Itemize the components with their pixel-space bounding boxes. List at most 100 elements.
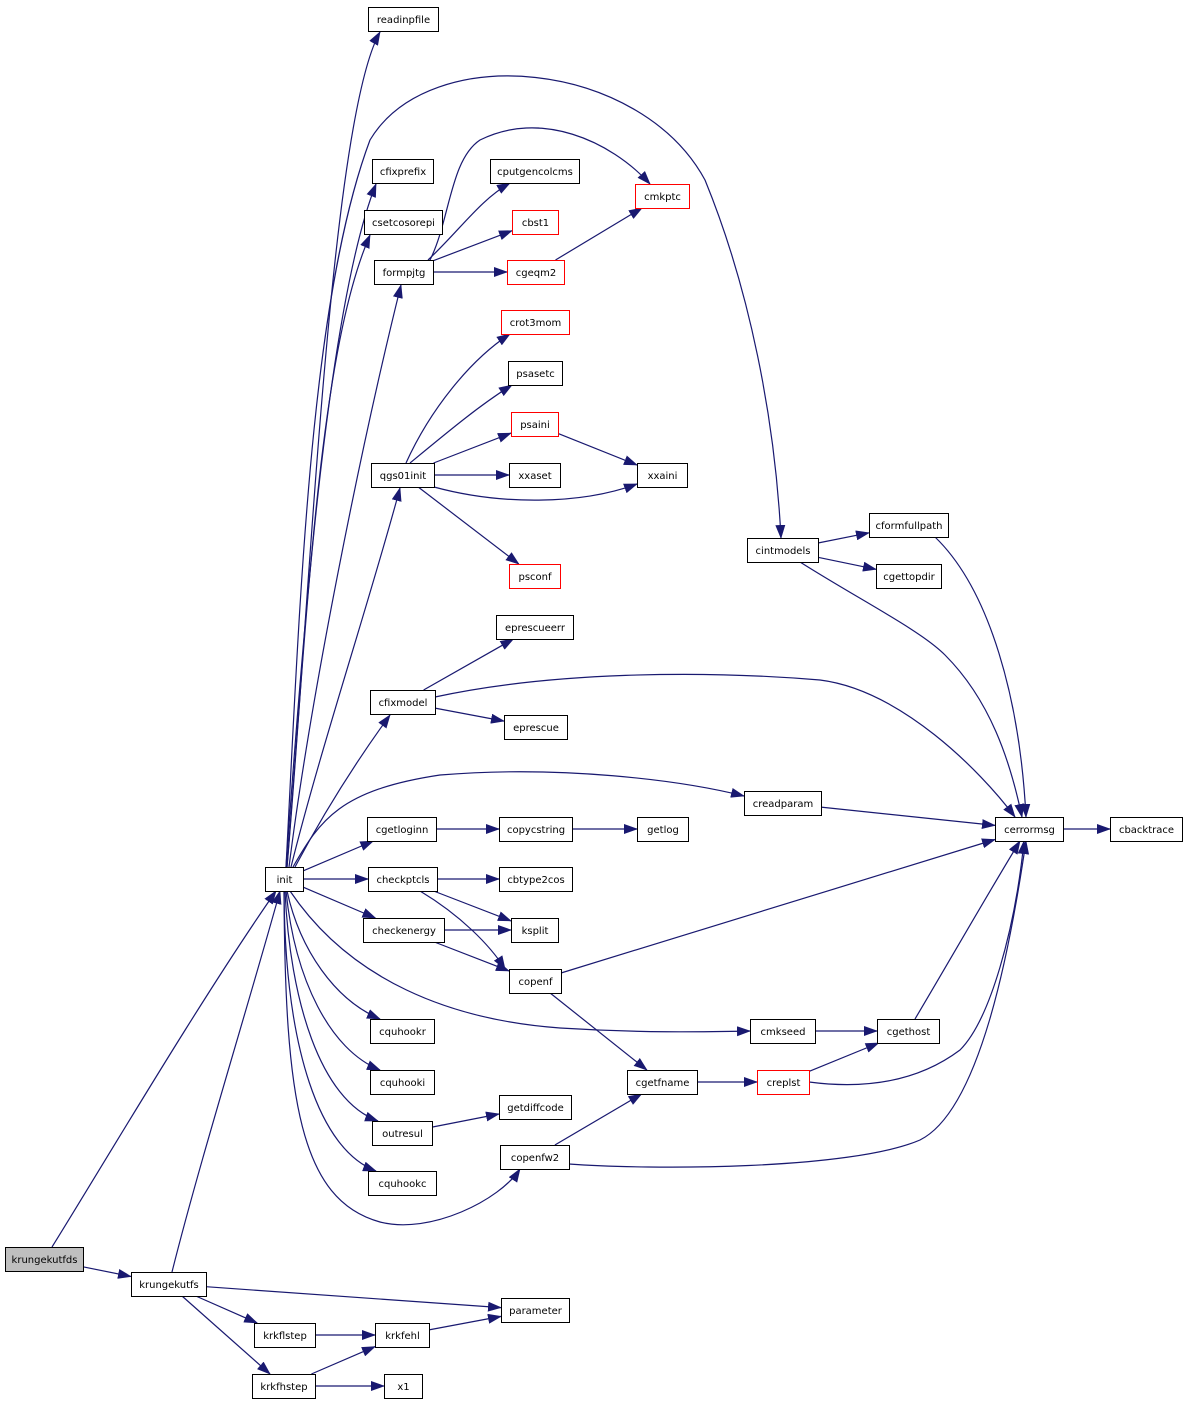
node-getdiffcode[interactable]: getdiffcode [499, 1095, 572, 1120]
node-label: krkfhstep [260, 1382, 307, 1393]
node-creplst[interactable]: creplst [757, 1070, 810, 1095]
node-cfixmodel[interactable]: cfixmodel [370, 690, 436, 715]
node-box [509, 463, 561, 488]
edge-copenfw2-to-cerrormsg [568, 840, 1030, 1168]
node-box [370, 690, 436, 715]
node-cgetfname[interactable]: cgetfname [627, 1070, 698, 1095]
node-copenf[interactable]: copenf [509, 969, 562, 994]
node-label: cintmodels [756, 546, 811, 557]
node-label: copenf [519, 977, 553, 988]
node-box [744, 791, 822, 816]
node-init[interactable]: init [265, 867, 304, 892]
edge-init-to-cquhooki [285, 890, 381, 1071]
edge-init-to-cintmodels [285, 75, 786, 868]
node-cmkseed[interactable]: cmkseed [750, 1019, 816, 1044]
node-readinpfile[interactable]: readinpfile [368, 7, 439, 32]
node-cformfullpath[interactable]: cformfullpath [869, 513, 949, 538]
edge-cfixmodel-to-cerrormsg [434, 673, 1016, 818]
node-creadparam[interactable]: creadparam [744, 791, 822, 816]
edge-cformfullpath-to-cerrormsg [934, 536, 1031, 818]
node-krungekutfs[interactable]: krungekutfs [131, 1272, 207, 1297]
node-cmkptc[interactable]: cmkptc [635, 184, 690, 209]
node-cquhookr[interactable]: cquhookr [370, 1019, 435, 1044]
edge-outresul-to-getdiffcode [431, 1111, 500, 1128]
edges-layer [51, 31, 1111, 1391]
node-cgettopdir[interactable]: cgettopdir [876, 564, 942, 589]
node-psasetc[interactable]: psasetc [508, 361, 563, 386]
node-ksplit[interactable]: ksplit [511, 918, 559, 943]
node-formpjtg[interactable]: formpjtg [374, 260, 434, 285]
node-label: formpjtg [383, 268, 426, 279]
edge-qgs01init-to-psaini [433, 432, 512, 464]
node-xxaset[interactable]: xxaset [509, 463, 561, 488]
edge-init-to-cfixprefix [285, 183, 377, 868]
node-copycstring[interactable]: copycstring [499, 817, 573, 842]
node-box [375, 1323, 430, 1348]
node-crot3mom[interactable]: crot3mom [501, 310, 570, 335]
node-krkfhstep[interactable]: krkfhstep [252, 1374, 316, 1399]
node-label: cbst1 [522, 218, 549, 229]
node-box [637, 463, 688, 488]
node-psaini[interactable]: psaini [511, 412, 559, 437]
node-copenfw2[interactable]: copenfw2 [500, 1145, 570, 1170]
node-box [511, 918, 559, 943]
edge-krungekutfs-to-init [171, 890, 282, 1273]
node-box [511, 412, 559, 437]
node-cbtype2cos[interactable]: cbtype2cos [499, 867, 573, 892]
node-label: cbacktrace [1119, 825, 1174, 836]
node-label: cbtype2cos [507, 875, 564, 886]
node-cerrormsg[interactable]: cerrormsg [995, 817, 1064, 842]
edge-init-to-creadparam [292, 771, 745, 868]
node-cfixprefix[interactable]: cfixprefix [372, 159, 434, 184]
node-psconf[interactable]: psconf [509, 564, 561, 589]
node-cputgencolcms[interactable]: cputgencolcms [490, 159, 580, 184]
node-cgethost[interactable]: cgethost [877, 1019, 940, 1044]
node-eprescueerr[interactable]: eprescueerr [496, 615, 574, 640]
node-cbacktrace[interactable]: cbacktrace [1110, 817, 1183, 842]
node-label: cgettopdir [883, 572, 935, 583]
node-cquhooki[interactable]: cquhooki [370, 1070, 435, 1095]
node-xxaini[interactable]: xxaini [637, 463, 688, 488]
node-cintmodels[interactable]: cintmodels [747, 538, 819, 563]
edge-formpjtg-to-cmkptc [429, 127, 651, 261]
node-label: cgetfname [636, 1078, 690, 1089]
node-box [384, 1374, 423, 1399]
node-box [507, 260, 565, 285]
node-box [509, 564, 561, 589]
node-box [131, 1272, 207, 1297]
node-qgs01init[interactable]: qgs01init [371, 463, 435, 488]
edge-creplst-to-cgethost [808, 1042, 880, 1072]
node-label: cerrormsg [1004, 825, 1055, 836]
node-label: cmkseed [761, 1027, 806, 1038]
node-label: cgeqm2 [516, 268, 556, 279]
edge-init-to-cgetloginn [302, 840, 375, 872]
node-cbst1[interactable]: cbst1 [512, 210, 559, 235]
node-label: parameter [509, 1306, 563, 1317]
node-cgeqm2[interactable]: cgeqm2 [507, 260, 565, 285]
node-checkptcls[interactable]: checkptcls [368, 867, 438, 892]
node-cquhookc[interactable]: cquhookc [368, 1171, 437, 1196]
edge-init-to-readinpfile [286, 31, 381, 868]
node-krkfehl[interactable]: krkfehl [375, 1323, 430, 1348]
edge-qgs01init-to-psasetc [409, 384, 513, 464]
node-checkenergy[interactable]: checkenergy [363, 918, 445, 943]
edge-cintmodels-to-cerrormsg [799, 561, 1025, 818]
node-box [512, 210, 559, 235]
node-krungekutfds[interactable]: krungekutfds [5, 1247, 84, 1272]
node-eprescue[interactable]: eprescue [504, 715, 568, 740]
node-x1[interactable]: x1 [384, 1374, 423, 1399]
edge-init-to-copenfw2 [283, 890, 521, 1226]
node-label: checkenergy [372, 926, 436, 937]
node-csetcosorepi[interactable]: csetcosorepi [364, 210, 443, 235]
edge-cgethost-to-cerrormsg [914, 840, 1021, 1020]
node-outresul[interactable]: outresul [372, 1121, 433, 1146]
edge-copenf-to-cerrormsg [560, 838, 996, 974]
node-box [747, 538, 819, 563]
node-getlog[interactable]: getlog [637, 817, 689, 842]
node-parameter[interactable]: parameter [501, 1298, 570, 1323]
edge-qgs01init-to-crot3mom [405, 333, 511, 464]
node-krkflstep[interactable]: krkflstep [254, 1323, 316, 1348]
node-cgetloginn[interactable]: cgetloginn [367, 817, 437, 842]
node-box [5, 1247, 84, 1272]
